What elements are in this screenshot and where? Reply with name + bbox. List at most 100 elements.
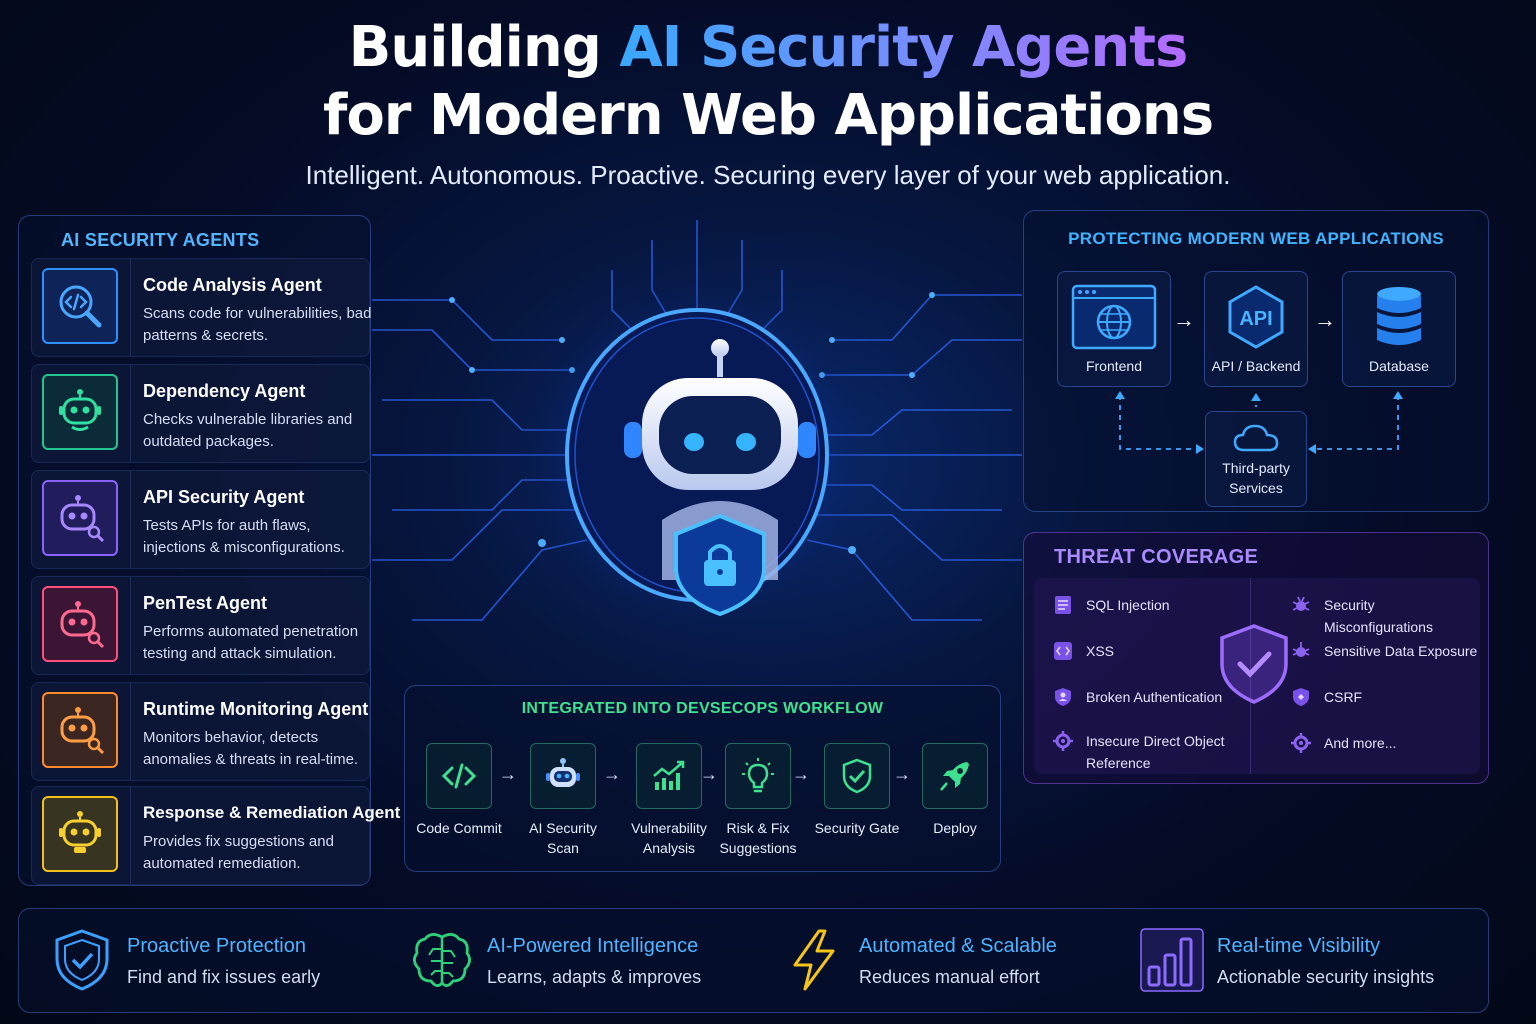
benefit-title: AI-Powered Intelligence bbox=[487, 935, 699, 957]
flow-arrow: → bbox=[1314, 307, 1336, 332]
workflow-step-label: Vulnerability Analysis bbox=[631, 820, 707, 856]
workflow-step-vulnerability-analysis[interactable]: Vulnerability Analysis bbox=[619, 743, 719, 858]
agent-card-dependency[interactable]: Dependency Agent Checks vulnerable libra… bbox=[31, 364, 370, 463]
benefit-title: Proactive Protection bbox=[127, 935, 306, 957]
gear-icon bbox=[1053, 731, 1073, 751]
user-lock-icon bbox=[1055, 688, 1071, 706]
title-part: Building bbox=[348, 15, 620, 80]
threat-label: CSRF bbox=[1324, 689, 1363, 705]
threat-heading: THREAT COVERAGE bbox=[1054, 546, 1259, 568]
workflow-step-label: AI Security Scan bbox=[529, 820, 597, 856]
agent-name: Runtime Monitoring Agent bbox=[143, 699, 369, 719]
api-hexagon-icon: API bbox=[1228, 285, 1284, 349]
workflow-arrow: → bbox=[603, 764, 621, 784]
threat-label: Security Misconfigurations bbox=[1324, 597, 1433, 635]
threat-and-more: And more... bbox=[1290, 732, 1396, 754]
workflow-arrow: → bbox=[893, 764, 911, 784]
agent-card-runtime-monitoring[interactable]: Runtime Monitoring Agent Monitors behavi… bbox=[31, 682, 370, 781]
title-line-1: Building AI Security Agents bbox=[0, 14, 1536, 82]
agent-text: Code Analysis Agent Scans code for vulne… bbox=[130, 259, 371, 356]
agent-text: Dependency Agent Checks vulnerable libra… bbox=[130, 365, 369, 462]
workflow-step-ai-scan[interactable]: AI Security Scan bbox=[513, 743, 613, 858]
threat-idor: Insecure Direct Object Reference bbox=[1052, 730, 1242, 774]
brain-icon bbox=[413, 933, 471, 987]
threat-label: Sensitive Data Exposure bbox=[1324, 643, 1478, 659]
benefit-desc: Reduces manual effort bbox=[859, 967, 1040, 987]
robot-icon bbox=[42, 796, 118, 872]
threat-label: Broken Authentication bbox=[1086, 689, 1223, 705]
threat-label: And more... bbox=[1324, 735, 1397, 751]
gear-icon bbox=[1291, 733, 1311, 753]
central-ai-robot-graphic bbox=[372, 220, 1022, 640]
protection-architecture-panel: PROTECTING MODERN WEB APPLICATIONS Front… bbox=[1023, 210, 1489, 512]
agent-text: Runtime Monitoring Agent Monitors behavi… bbox=[130, 683, 369, 780]
workflow-step-security-gate[interactable]: Security Gate bbox=[807, 743, 907, 838]
agent-card-api-security[interactable]: API Security Agent Tests APIs for auth f… bbox=[31, 470, 370, 569]
protect-heading: PROTECTING MODERN WEB APPLICATIONS bbox=[1068, 229, 1444, 248]
agent-desc: Checks vulnerable libraries and outdated… bbox=[143, 411, 353, 450]
agents-heading: AI SECURITY AGENTS bbox=[61, 230, 260, 250]
agent-name: PenTest Agent bbox=[143, 593, 268, 613]
agent-desc: Monitors behavior, detects anomalies & t… bbox=[143, 729, 359, 768]
chart-icon bbox=[636, 743, 702, 809]
node-database[interactable]: Database bbox=[1342, 271, 1456, 387]
divider bbox=[1250, 578, 1251, 774]
rocket-icon bbox=[922, 743, 988, 809]
code-block-icon bbox=[1054, 642, 1072, 660]
shield-lock-icon bbox=[674, 513, 766, 617]
shield-check-icon bbox=[824, 743, 890, 809]
robot-search-icon bbox=[42, 480, 118, 556]
threat-label: SQL Injection bbox=[1086, 597, 1170, 613]
title-line-2: for Modern Web Applications bbox=[322, 83, 1214, 148]
workflow-step-label: Risk & Fix Suggestions bbox=[719, 820, 797, 856]
page-title: Building AI Security Agents for Modern W… bbox=[0, 14, 1536, 150]
agent-card-pentest[interactable]: PenTest Agent Performs automated penetra… bbox=[31, 576, 370, 675]
benefit-desc: Find and fix issues early bbox=[127, 967, 321, 987]
lightning-icon bbox=[793, 929, 835, 991]
workflow-step-label: Code Commit bbox=[416, 820, 502, 836]
threat-coverage-panel: THREAT COVERAGE SQL Injection XSS Broken… bbox=[1023, 532, 1489, 784]
threat-csrf: CSRF bbox=[1290, 686, 1362, 708]
agent-text: PenTest Agent Performs automated penetra… bbox=[130, 577, 369, 674]
node-label: Database bbox=[1369, 358, 1429, 374]
agent-text: API Security Agent Tests APIs for auth f… bbox=[130, 471, 369, 568]
workflow-heading: INTEGRATED INTO DEVSECOPS WORKFLOW bbox=[521, 700, 884, 717]
flow-arrow: → bbox=[1173, 307, 1195, 332]
benefits-bar: Proactive Protection Find and fix issues… bbox=[18, 908, 1489, 1013]
shield-check-icon bbox=[55, 929, 109, 991]
workflow-step-deploy[interactable]: Deploy bbox=[905, 743, 1005, 838]
robot-search-icon bbox=[42, 692, 118, 768]
code-icon bbox=[426, 743, 492, 809]
agent-name: API Security Agent bbox=[143, 487, 305, 507]
workflow-step-risk-fix[interactable]: Risk & Fix Suggestions bbox=[708, 743, 808, 858]
title-highlight: AI Security Agents bbox=[619, 15, 1188, 80]
threat-list-container: SQL Injection XSS Broken Authentication … bbox=[1034, 578, 1480, 774]
agent-card-response-remediation[interactable]: Response & Remediation Agent Provides fi… bbox=[31, 786, 400, 885]
threat-broken-auth: Broken Authentication bbox=[1052, 686, 1222, 708]
node-frontend[interactable]: Frontend bbox=[1057, 271, 1171, 387]
node-label: Frontend bbox=[1085, 358, 1143, 374]
threat-xss: XSS bbox=[1052, 640, 1114, 662]
benefit-title: Real-time Visibility bbox=[1217, 935, 1381, 957]
workflow-step-label: Security Gate bbox=[814, 820, 900, 836]
lightbulb-icon bbox=[725, 743, 791, 809]
robot-icon bbox=[530, 743, 596, 809]
benefit-desc: Learns, adapts & improves bbox=[487, 967, 702, 987]
agent-card-code-analysis[interactable]: Code Analysis Agent Scans code for vulne… bbox=[31, 258, 371, 357]
threat-security-misconfig: Security Misconfigurations bbox=[1290, 594, 1480, 638]
bug-icon bbox=[1292, 596, 1310, 611]
database-icon bbox=[1377, 287, 1421, 345]
code-search-icon bbox=[42, 268, 118, 344]
workflow-step-label: Deploy bbox=[933, 820, 977, 836]
agent-desc: Tests APIs for auth flaws, injections & … bbox=[143, 517, 345, 556]
robot-search-icon bbox=[42, 586, 118, 662]
node-label: API / Backend bbox=[1211, 358, 1301, 374]
node-api-backend[interactable]: API API / Backend bbox=[1204, 271, 1308, 387]
devsecops-workflow-panel: INTEGRATED INTO DEVSECOPS WORKFLOW Code … bbox=[404, 685, 1001, 872]
bug-icon bbox=[1292, 642, 1310, 657]
shield-check-icon bbox=[1220, 624, 1288, 704]
shield-icon bbox=[1293, 688, 1309, 706]
workflow-step-code-commit[interactable]: Code Commit bbox=[409, 743, 509, 838]
agent-name: Response & Remediation Agent bbox=[143, 803, 401, 822]
node-third-party-services[interactable]: Third-party Services bbox=[1205, 411, 1307, 507]
